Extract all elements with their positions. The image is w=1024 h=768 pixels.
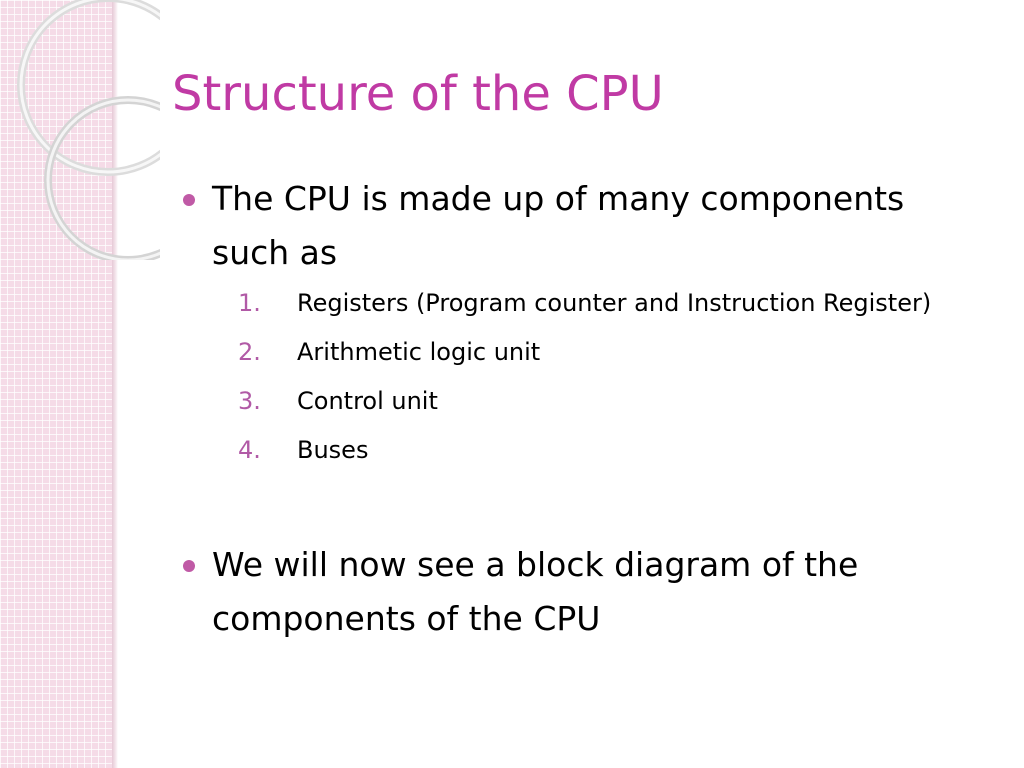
list-item: 4. Buses bbox=[182, 431, 972, 469]
numbered-list: 1. Registers (Program counter and Instru… bbox=[182, 284, 972, 469]
bullet-dot-icon bbox=[183, 560, 195, 572]
list-item-text: Arithmetic logic unit bbox=[297, 338, 541, 366]
slide-title: Structure of the CPU bbox=[172, 66, 664, 122]
list-number: 3. bbox=[238, 387, 261, 415]
bullet-text: The CPU is made up of many components su… bbox=[212, 179, 905, 272]
bullet-item-2: We will now see a block diagram of the c… bbox=[182, 538, 972, 646]
list-number: 2. bbox=[238, 338, 261, 366]
decorative-side-panel bbox=[0, 0, 112, 768]
list-number: 4. bbox=[238, 436, 261, 464]
decorative-rings bbox=[17, 0, 160, 260]
bullet-item-1: The CPU is made up of many components su… bbox=[182, 172, 972, 280]
list-item: 2. Arithmetic logic unit bbox=[182, 333, 972, 371]
side-panel-edge bbox=[112, 0, 118, 768]
bullet-dot-icon bbox=[183, 194, 195, 206]
list-item: 1. Registers (Program counter and Instru… bbox=[182, 284, 972, 322]
spacer bbox=[182, 480, 972, 538]
list-item-text: Buses bbox=[297, 436, 369, 464]
list-item-text: Registers (Program counter and Instructi… bbox=[297, 289, 932, 317]
list-number: 1. bbox=[238, 289, 261, 317]
list-item: 3. Control unit bbox=[182, 382, 972, 420]
slide-content: The CPU is made up of many components su… bbox=[182, 172, 972, 646]
bullet-text: We will now see a block diagram of the c… bbox=[212, 545, 859, 638]
list-item-text: Control unit bbox=[297, 387, 438, 415]
